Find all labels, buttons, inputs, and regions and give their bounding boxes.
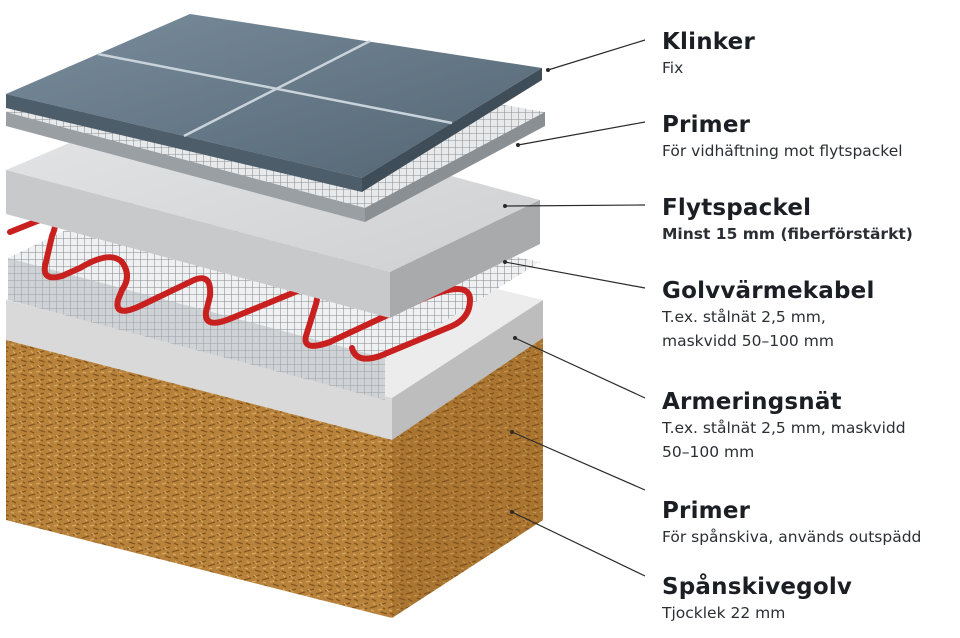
golvvarmekabel-cable <box>7 215 474 362</box>
leader-lines <box>504 39 646 577</box>
leader-dots <box>503 68 550 514</box>
spanskivegolv-layer <box>6 338 543 618</box>
klinker-layer <box>6 14 542 192</box>
